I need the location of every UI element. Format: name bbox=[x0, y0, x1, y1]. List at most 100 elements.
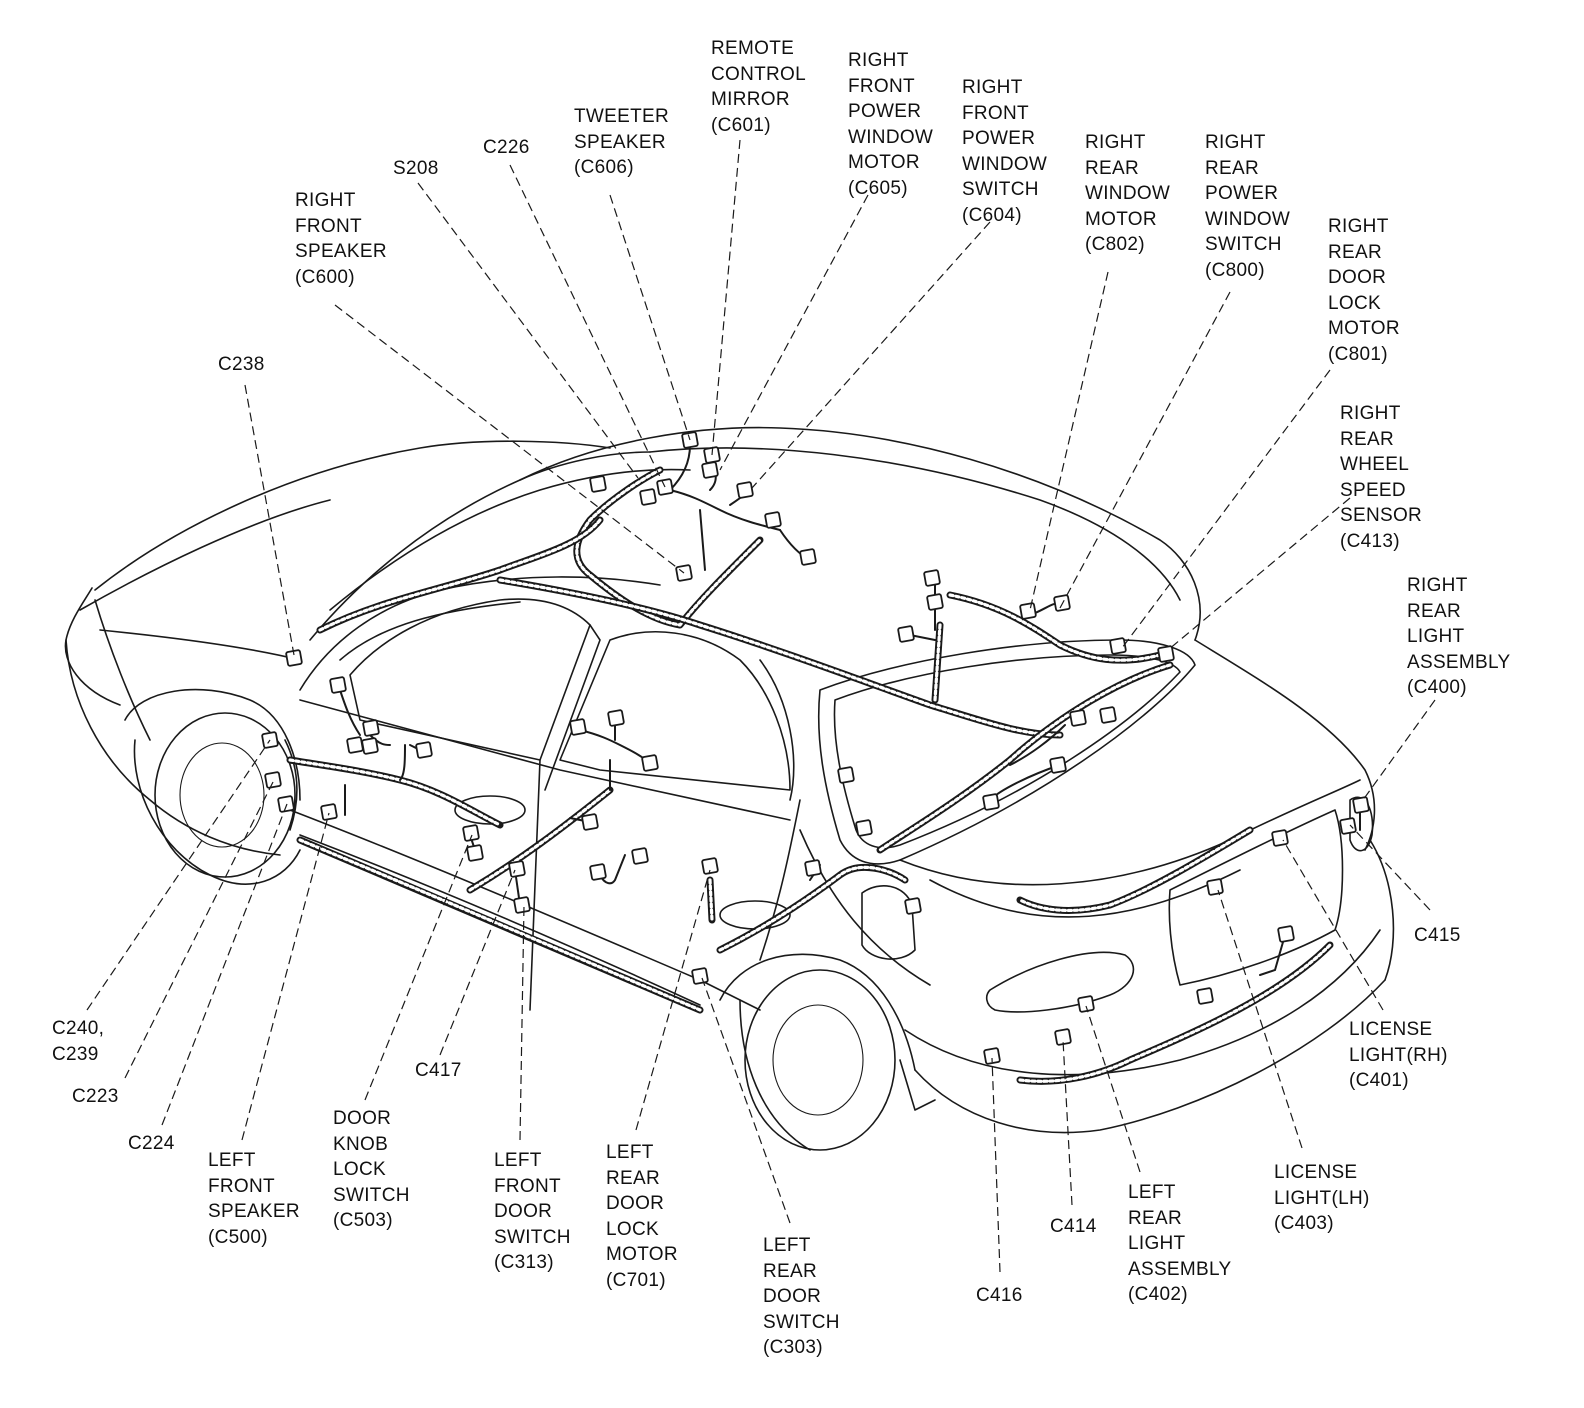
label-left-rear-door-switch: LEFT REAR DOOR SWITCH (C303) bbox=[763, 1235, 840, 1358]
connector-block bbox=[926, 593, 944, 611]
leader-line bbox=[711, 139, 741, 456]
connector-block bbox=[569, 718, 587, 736]
label-left-front-door-switch: LEFT FRONT DOOR SWITCH (C313) bbox=[494, 1150, 571, 1273]
connector-block bbox=[320, 803, 338, 821]
connector-block bbox=[508, 860, 526, 878]
label-left-rear-door-lock-motor: LEFT REAR DOOR LOCK MOTOR (C701) bbox=[606, 1142, 678, 1291]
leader-line bbox=[241, 812, 330, 1141]
connector-block bbox=[513, 896, 531, 914]
connector-block bbox=[277, 795, 295, 813]
leader-line bbox=[1085, 1005, 1141, 1173]
connector-block bbox=[346, 736, 364, 754]
leader-line bbox=[1217, 889, 1303, 1149]
connector-block bbox=[923, 569, 941, 587]
leader-line bbox=[86, 739, 271, 1011]
connector-block bbox=[1019, 602, 1037, 620]
leader-line bbox=[1282, 839, 1384, 1011]
connector-block bbox=[329, 676, 347, 694]
label-c223: C223 bbox=[72, 1086, 119, 1107]
label-c415: C415 bbox=[1414, 925, 1461, 946]
leader-line bbox=[1059, 291, 1231, 609]
connector-block bbox=[897, 625, 915, 643]
connector-block bbox=[983, 1047, 1001, 1065]
label-tweeter-speaker: TWEETER SPEAKER (C606) bbox=[574, 106, 669, 178]
leader-line bbox=[244, 384, 295, 656]
connector-block bbox=[415, 741, 433, 759]
connector-block bbox=[1271, 829, 1289, 847]
leader-line bbox=[439, 869, 516, 1056]
connector-block bbox=[701, 857, 719, 875]
connector-block bbox=[701, 461, 719, 479]
label-right-front-speaker: RIGHT FRONT SPEAKER (C600) bbox=[295, 190, 387, 288]
connector-block bbox=[904, 897, 922, 915]
leader-line bbox=[609, 194, 691, 441]
leader-line bbox=[364, 834, 473, 1101]
connectors bbox=[261, 431, 1370, 1065]
label-c414: C414 bbox=[1050, 1216, 1097, 1237]
connector-block bbox=[641, 754, 659, 772]
connector-block bbox=[1077, 995, 1095, 1013]
leader-line bbox=[519, 904, 525, 1141]
connector-block bbox=[1157, 645, 1175, 663]
leader-line bbox=[751, 221, 991, 489]
connector-block bbox=[581, 813, 599, 831]
label-remote-control-mirror: REMOTE CONTROL MIRROR (C601) bbox=[711, 38, 806, 136]
leader-line bbox=[719, 194, 869, 471]
wiring-harnesses bbox=[286, 444, 1361, 1085]
connector-block bbox=[1196, 987, 1214, 1005]
leader-line bbox=[991, 1057, 1001, 1273]
connector-block bbox=[1049, 756, 1067, 774]
connector-block bbox=[639, 488, 657, 506]
label-c416: C416 bbox=[976, 1285, 1023, 1306]
label-c417: C417 bbox=[415, 1060, 462, 1081]
label-right-rear-power-window-switch: RIGHT REAR POWER WINDOW SWITCH (C800) bbox=[1205, 132, 1291, 281]
leader-line bbox=[161, 803, 288, 1126]
car-body-outline bbox=[64, 426, 1395, 1151]
connector-block bbox=[1277, 925, 1295, 943]
label-c226: C226 bbox=[483, 137, 530, 158]
connector-block bbox=[1099, 706, 1117, 724]
leader-line bbox=[701, 977, 791, 1224]
connector-block bbox=[1206, 878, 1224, 896]
connector-block bbox=[466, 844, 484, 862]
label-license-light-rh: LICENSE LIGHT(RH) (C401) bbox=[1349, 1019, 1448, 1091]
leader-line bbox=[1029, 271, 1109, 611]
connector-block bbox=[1069, 709, 1087, 727]
leader-line bbox=[1349, 824, 1431, 911]
leader-line bbox=[417, 182, 639, 479]
label-left-rear-light-assembly: LEFT REAR LIGHT ASSEMBLY (C402) bbox=[1128, 1182, 1232, 1305]
connector-block bbox=[764, 511, 782, 529]
connector-block bbox=[804, 859, 822, 877]
label-right-front-power-window-motor: RIGHT FRONT POWER WINDOW MOTOR (C605) bbox=[848, 50, 934, 199]
connector-block bbox=[1053, 594, 1071, 612]
leader-line bbox=[124, 781, 274, 1079]
connector-block bbox=[1352, 796, 1370, 814]
connector-block bbox=[982, 793, 1000, 811]
leader-line bbox=[334, 304, 685, 574]
connector-block bbox=[1339, 817, 1357, 835]
label-right-rear-wheel-speed-sensor: RIGHT REAR WHEEL SPEED SENSOR (C413) bbox=[1340, 403, 1423, 552]
label-right-rear-light-assembly: RIGHT REAR LIGHT ASSEMBLY (C400) bbox=[1407, 575, 1511, 698]
leader-line bbox=[635, 869, 711, 1131]
leader-line bbox=[1121, 369, 1331, 649]
leader-line bbox=[509, 164, 666, 488]
label-s208: S208 bbox=[393, 158, 439, 179]
connector-block bbox=[589, 863, 607, 881]
label-right-rear-window-motor: RIGHT REAR WINDOW MOTOR (C802) bbox=[1085, 132, 1171, 255]
connector-block bbox=[799, 548, 817, 566]
connector-block bbox=[855, 819, 873, 837]
connector-block bbox=[361, 737, 379, 755]
connector-block bbox=[837, 766, 855, 784]
label-right-front-power-window-switch: RIGHT FRONT POWER WINDOW SWITCH (C604) bbox=[962, 77, 1048, 226]
connector-block bbox=[462, 824, 480, 842]
connector-block bbox=[1054, 1028, 1072, 1046]
label-c224: C224 bbox=[128, 1133, 175, 1154]
connector-block bbox=[264, 771, 282, 789]
label-c238: C238 bbox=[218, 354, 265, 375]
connector-block bbox=[736, 481, 754, 499]
label-license-light-lh: LICENSE LIGHT(LH) (C403) bbox=[1274, 1162, 1370, 1234]
leader-line bbox=[1362, 699, 1436, 801]
label-door-knob-lock-switch: DOOR KNOB LOCK SWITCH (C503) bbox=[333, 1108, 410, 1231]
connector-block bbox=[631, 847, 649, 865]
